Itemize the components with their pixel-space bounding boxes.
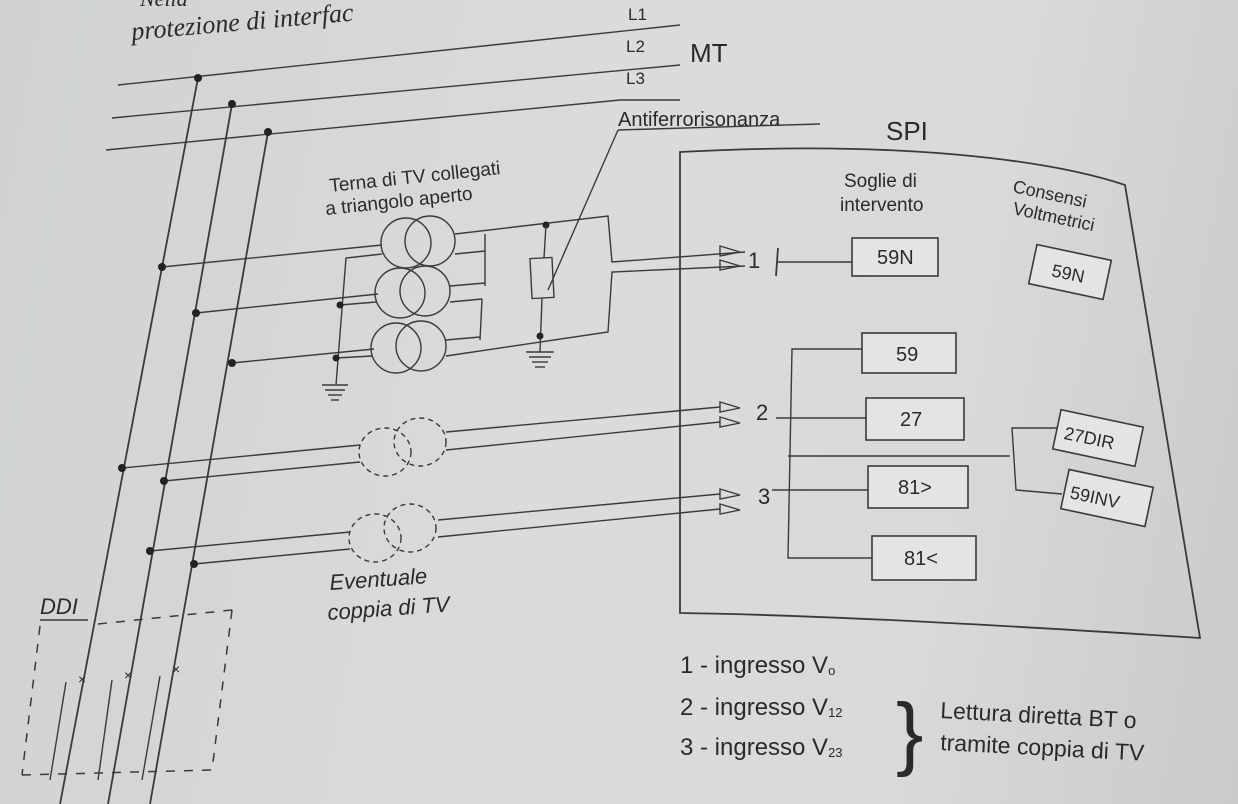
label-l2: L2 xyxy=(626,37,645,56)
legend-note-line1: Lettura diretta BT o xyxy=(940,697,1138,733)
threshold-box-27 xyxy=(865,397,965,441)
svg-text:×: × xyxy=(172,661,180,677)
ddi-breaker: × × × xyxy=(21,609,233,781)
input-label-1: 1 xyxy=(748,248,760,273)
spi-soglie-line2: intervento xyxy=(840,195,923,216)
threshold-59: 59 xyxy=(896,344,918,366)
label-antiferrorisonanza: Antiferrorisonanza xyxy=(618,109,781,131)
spi-soglie-line1: Soglie di xyxy=(844,171,917,192)
legend-item-2: 2 - ingresso V12 xyxy=(680,694,843,721)
consensi-box-27dir xyxy=(1051,408,1145,468)
phase-verticals xyxy=(59,74,272,804)
svg-text:×: × xyxy=(124,667,132,683)
threshold-59n: 59N xyxy=(877,247,914,269)
threshold-box-59n xyxy=(851,237,939,277)
line-l3 xyxy=(105,99,621,151)
eventuale-line2: coppia di TV xyxy=(327,591,453,625)
legend-note-line2: tramite coppia di TV xyxy=(940,729,1146,766)
threshold-box-59 xyxy=(861,332,957,374)
optional-tv-pairs xyxy=(118,401,741,568)
spi-title: SPI xyxy=(886,116,928,146)
threshold-27: 27 xyxy=(900,409,922,431)
input-label-2: 2 xyxy=(756,400,768,425)
threshold-81-under: 81< xyxy=(904,548,938,570)
svg-text:×: × xyxy=(78,671,86,687)
line-l2 xyxy=(111,64,681,119)
consensi-box-59inv xyxy=(1059,468,1155,528)
ddi-label: DDI xyxy=(40,594,78,619)
threshold-box-81-over xyxy=(867,465,969,509)
mt-bus-lines xyxy=(105,24,681,151)
consensi-box-59n xyxy=(1027,243,1113,301)
antiferro-leader xyxy=(547,129,619,291)
eventuale-line1: Eventuale xyxy=(329,563,428,595)
header-text-line1: Nella xyxy=(139,0,188,11)
label-mt: MT xyxy=(690,38,728,68)
tv-transformer-set xyxy=(158,215,746,401)
label-l1: L1 xyxy=(628,5,647,24)
legend-item-3: 3 - ingresso V23 xyxy=(680,734,843,761)
label-l3: L3 xyxy=(626,69,645,88)
input-label-3: 3 xyxy=(758,484,770,509)
spi-panel xyxy=(679,147,1202,639)
legend: 1 - ingresso Vo 2 - ingresso V12 3 - ing… xyxy=(680,652,1146,778)
legend-item-1: 1 - ingresso Vo xyxy=(680,652,835,679)
threshold-81-over: 81> xyxy=(898,477,932,499)
legend-brace: } xyxy=(896,687,923,778)
threshold-box-81-under xyxy=(871,535,977,581)
line-l1 xyxy=(117,24,681,86)
